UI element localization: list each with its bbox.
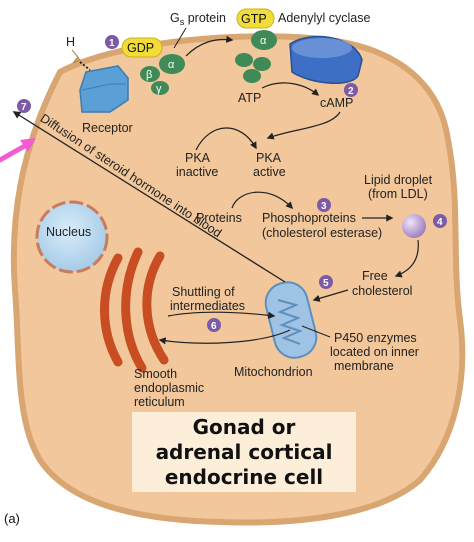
svg-text:GDP: GDP bbox=[127, 41, 154, 55]
caption-line-1: Gonad or bbox=[192, 415, 296, 439]
phosphoproteins-label: Phosphoproteins (cholesterol esterase) bbox=[262, 211, 382, 240]
svg-text:7: 7 bbox=[21, 102, 27, 113]
caption-line-2: adrenal cortical bbox=[155, 440, 333, 464]
pink-arrow bbox=[0, 138, 36, 163]
step-badge-1: 1 bbox=[105, 35, 119, 49]
pka-inactive-label: PKA inactive bbox=[176, 151, 218, 179]
lipid-droplet bbox=[402, 214, 426, 238]
pka-active-label: PKA active bbox=[253, 151, 286, 179]
step-badge-7: 7 bbox=[17, 99, 31, 113]
step-badge-6: 6 bbox=[207, 318, 221, 332]
adenylyl-cyclase-label: Adenylyl cyclase bbox=[278, 11, 370, 25]
svg-text:3: 3 bbox=[321, 201, 327, 212]
smooth-er bbox=[100, 247, 169, 373]
cell-type-caption: Gonad or adrenal cortical endocrine cell bbox=[132, 412, 356, 492]
svg-text:1: 1 bbox=[109, 38, 115, 49]
svg-text:GTP: GTP bbox=[241, 12, 267, 26]
ser-label: Smooth endoplasmic reticulum bbox=[134, 367, 208, 409]
shuttling-label: Shuttling of intermediates bbox=[170, 285, 245, 313]
nucleus-label: Nucleus bbox=[46, 225, 91, 239]
svg-text:α: α bbox=[260, 35, 267, 47]
gs-protein-inactive: α β γ bbox=[140, 54, 185, 95]
svg-text:β: β bbox=[146, 69, 152, 81]
proteins-label: Proteins bbox=[196, 211, 242, 225]
p450-label: P450 enzymes located on inner membrane bbox=[330, 331, 422, 373]
svg-text:H: H bbox=[66, 35, 75, 49]
hormone-h: H bbox=[66, 35, 91, 71]
gtp-pill: GTP bbox=[236, 8, 275, 29]
free-cholesterol-label: Free cholesterol bbox=[352, 269, 412, 298]
step-badge-2: 2 bbox=[344, 83, 358, 97]
svg-text:γ: γ bbox=[156, 83, 162, 95]
adenylyl-cyclase bbox=[289, 35, 363, 84]
mitochondrion bbox=[264, 281, 318, 359]
atp-label: ATP bbox=[238, 91, 261, 105]
step-badge-4: 4 bbox=[433, 214, 447, 228]
svg-text:6: 6 bbox=[211, 321, 217, 332]
receptor-label: Receptor bbox=[82, 121, 133, 135]
lipid-droplet-label: Lipid droplet (from LDL) bbox=[364, 173, 436, 201]
svg-text:5: 5 bbox=[323, 278, 329, 289]
camp-label: cAMP bbox=[320, 96, 353, 110]
panel-label: (a) bbox=[4, 511, 20, 526]
nucleus: Nucleus bbox=[35, 200, 109, 274]
svg-text:4: 4 bbox=[437, 217, 443, 228]
caption-line-3: endocrine cell bbox=[164, 465, 324, 489]
mitochondrion-label: Mitochondrion bbox=[234, 365, 313, 379]
svg-text:α: α bbox=[168, 59, 175, 71]
receptor bbox=[79, 65, 129, 113]
gs-protein-active: α bbox=[235, 30, 277, 83]
step-badge-3: 3 bbox=[317, 198, 331, 212]
svg-text:2: 2 bbox=[348, 86, 354, 97]
gdp-pill: GDP bbox=[121, 37, 163, 58]
step-badge-5: 5 bbox=[319, 275, 333, 289]
gs-protein-label: Gs protein bbox=[170, 11, 226, 27]
cell-body bbox=[10, 33, 466, 526]
